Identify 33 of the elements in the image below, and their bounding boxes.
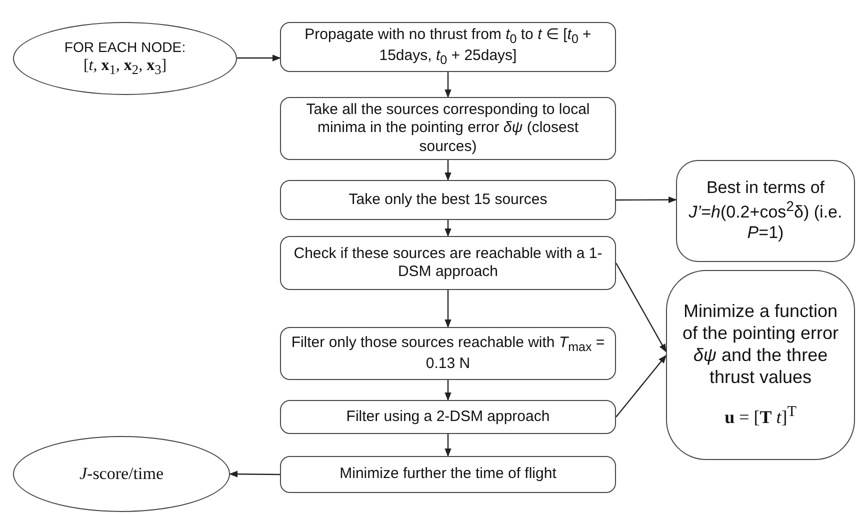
node-text: Minimize a function of the pointing error δψ and the three thrust values <box>681 301 840 389</box>
node-formula: [t, x$_{1}$, x$_{2}$, x$_{3}$] <box>83 56 167 78</box>
arrow <box>444 434 452 457</box>
process-box <box>280 97 616 160</box>
process-box <box>280 456 616 493</box>
process-box <box>676 160 855 262</box>
arrow <box>615 262 667 352</box>
arrow <box>229 470 280 478</box>
process-box <box>280 180 616 220</box>
arrow <box>616 196 677 204</box>
node-text: Take all the sources corresponding to local minima in the pointing error δψ (closest sources) <box>305 101 591 156</box>
arrow <box>444 220 452 237</box>
arrow <box>616 354 667 418</box>
arrow <box>444 380 452 401</box>
arrow <box>444 160 452 181</box>
node-text: J-score/time <box>79 464 164 484</box>
process-box <box>280 22 616 72</box>
node-formula: u = [T t]$^{T}$ <box>724 402 796 429</box>
node-text: Propagate with no thrust from t$_{0}$ to t ∈ [t$_{0}$ + 15days, t$_{0}$ + 25days] <box>304 26 592 68</box>
arrow <box>444 72 452 98</box>
node-text: Take only the best 15 sources <box>348 190 548 210</box>
node-text: Best in terms of J’=h(0.2+cos$^{2}$δ) (i.e. P=1) <box>688 178 844 244</box>
node-text: Filter only those sources reachable with T$_{max}$ = 0.13 N <box>290 334 606 374</box>
arrow <box>237 54 281 62</box>
arrow <box>444 290 452 328</box>
process-box <box>280 327 616 380</box>
process-box <box>280 236 616 290</box>
process-box <box>666 270 855 460</box>
node-text: Minimize further the time of flight <box>340 465 556 484</box>
process-box <box>280 400 616 434</box>
node-text: Check if these sources are reachable with a 1-DSM approach <box>292 244 604 282</box>
node-text: FOR EACH NODE: <box>64 38 186 56</box>
node-text: Filter using a 2-DSM approach <box>346 408 550 426</box>
